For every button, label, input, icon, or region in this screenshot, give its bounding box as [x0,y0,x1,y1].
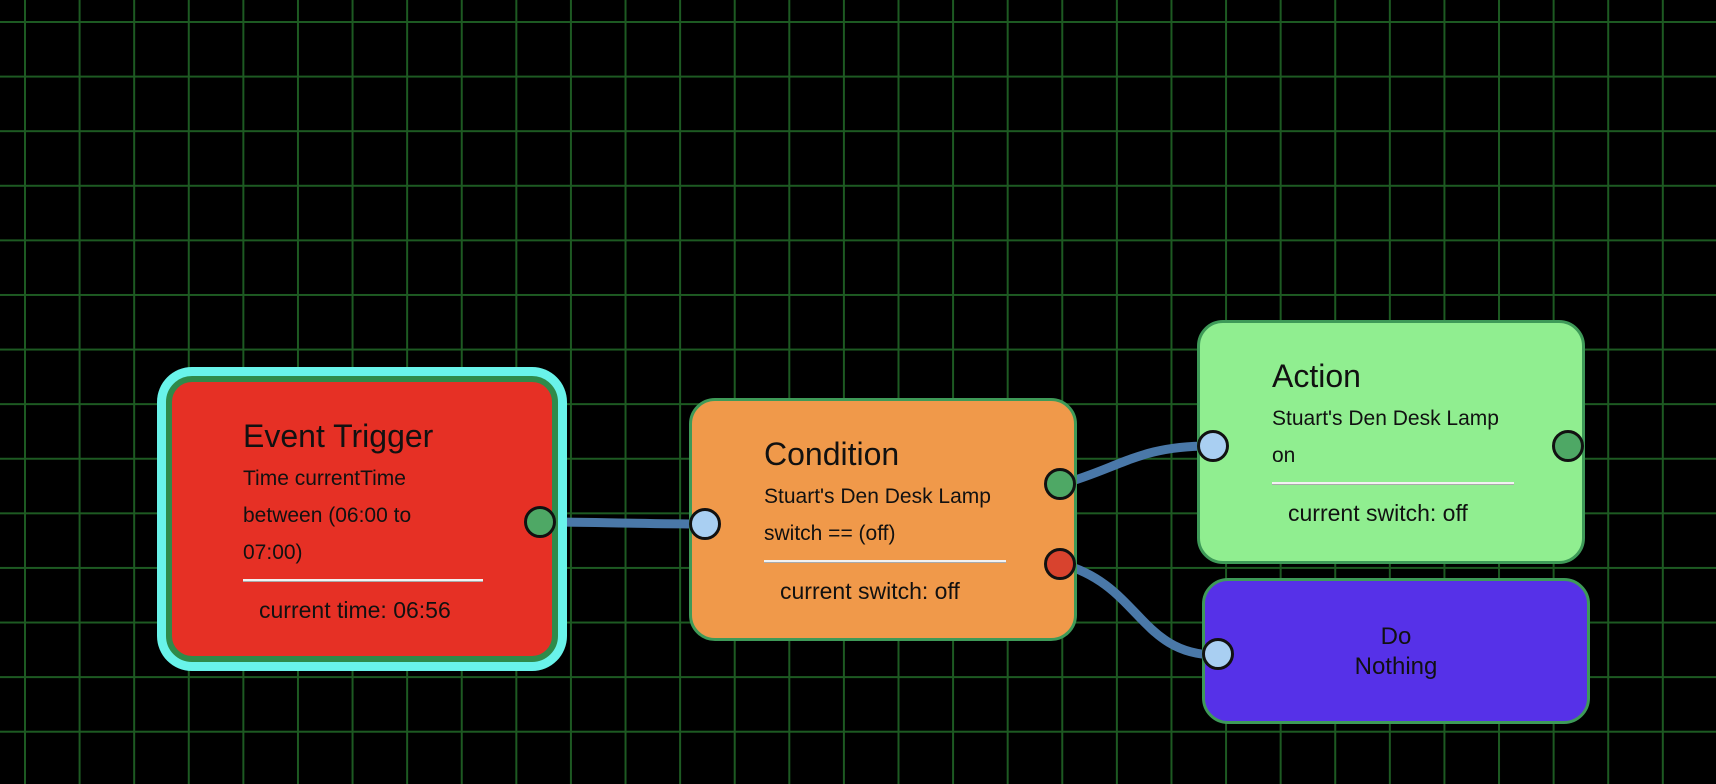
node-description-line: Stuart's Den Desk Lamp [764,485,991,508]
node-description: Stuart's Den Desk Lamp on [1272,400,1514,474]
action-input-port[interactable] [1197,430,1229,462]
node-description-line: 07:00) [243,541,303,564]
action-output-port[interactable] [1552,430,1584,462]
node-label-line: Do [1380,623,1412,650]
node-description-line: Stuart's Den Desk Lamp [1272,407,1499,430]
condition-node[interactable]: Condition Stuart's Den Desk Lamp switch … [689,398,1077,641]
node-description: Time currentTime between (06:00 to 07:00… [243,460,483,571]
event-trigger-node[interactable]: Event Trigger Time currentTime between (… [166,376,558,662]
connection-condition-false-to-do-nothing[interactable] [1057,559,1223,660]
node-status: current switch: off [1288,500,1468,526]
node-description-line: switch == (off) [764,522,896,545]
node-label: Do Nothing [1205,622,1587,682]
divider [764,560,1006,562]
node-title: Event Trigger [243,418,434,454]
action-node[interactable]: Action Stuart's Den Desk Lamp on current… [1197,320,1585,564]
divider [1272,482,1514,484]
node-title: Condition [764,436,900,472]
node-description-line: on [1272,444,1296,467]
condition-true-output-port[interactable] [1044,468,1076,500]
condition-input-port[interactable] [689,508,721,540]
connection-trigger-to-condition[interactable] [535,517,710,529]
connection-condition-true-to-action[interactable] [1057,441,1218,489]
do-nothing-node[interactable]: Do Nothing [1202,578,1590,724]
do-nothing-input-port[interactable] [1202,638,1234,670]
condition-false-output-port[interactable] [1044,548,1076,580]
node-description: Stuart's Den Desk Lamp switch == (off) [764,478,1006,552]
node-label-line: Nothing [1354,653,1438,680]
node-description-line: between (06:00 to [243,504,412,527]
node-status: current switch: off [780,578,960,604]
divider [243,579,483,581]
event-trigger-output-port[interactable] [524,506,556,538]
node-description-line: Time currentTime [243,467,406,490]
node-status: current time: 06:56 [259,597,451,623]
node-title: Action [1272,358,1361,394]
